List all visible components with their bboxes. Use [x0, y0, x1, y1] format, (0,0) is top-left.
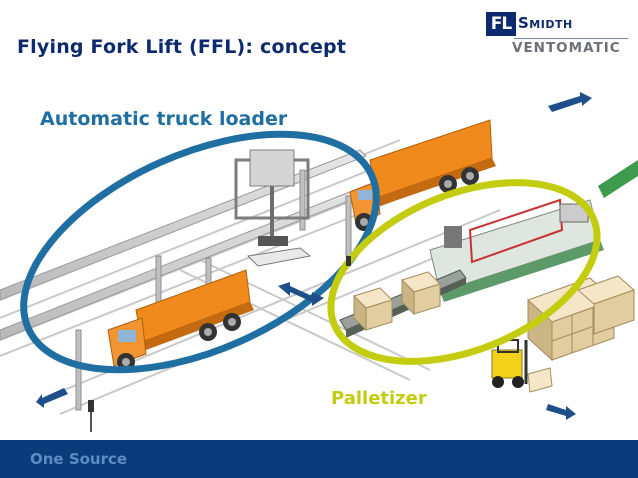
- sensor-posts: [88, 256, 351, 432]
- truck-bottom: [107, 269, 254, 371]
- footer-bar: One Source: [0, 440, 638, 478]
- gantry-beams: [0, 149, 387, 411]
- slide-title: Flying Fork Lift (FFL): concept: [17, 36, 347, 58]
- logo-subtitle: VENTOMATIC: [512, 40, 621, 56]
- logo-divider: [514, 38, 628, 39]
- flow-arrows: [36, 92, 592, 420]
- forklift-icon: [491, 339, 553, 393]
- logo-name: Smidth: [518, 14, 573, 32]
- box-stacks: [353, 271, 635, 362]
- footer-text: One Source: [30, 450, 128, 468]
- truck-loader-label: Automatic truck loader: [40, 108, 288, 130]
- truck-loader-ellipse: [20, 130, 380, 374]
- flying-fork-lift: [234, 149, 312, 267]
- palletizer-label: Palletizer: [331, 388, 427, 409]
- logo-mark: FL: [486, 12, 516, 36]
- fls-ventomatic-logo: FL Smidth VENTOMATIC: [478, 8, 630, 58]
- truck-top: [349, 119, 496, 231]
- palletizer-ellipse: [327, 179, 601, 365]
